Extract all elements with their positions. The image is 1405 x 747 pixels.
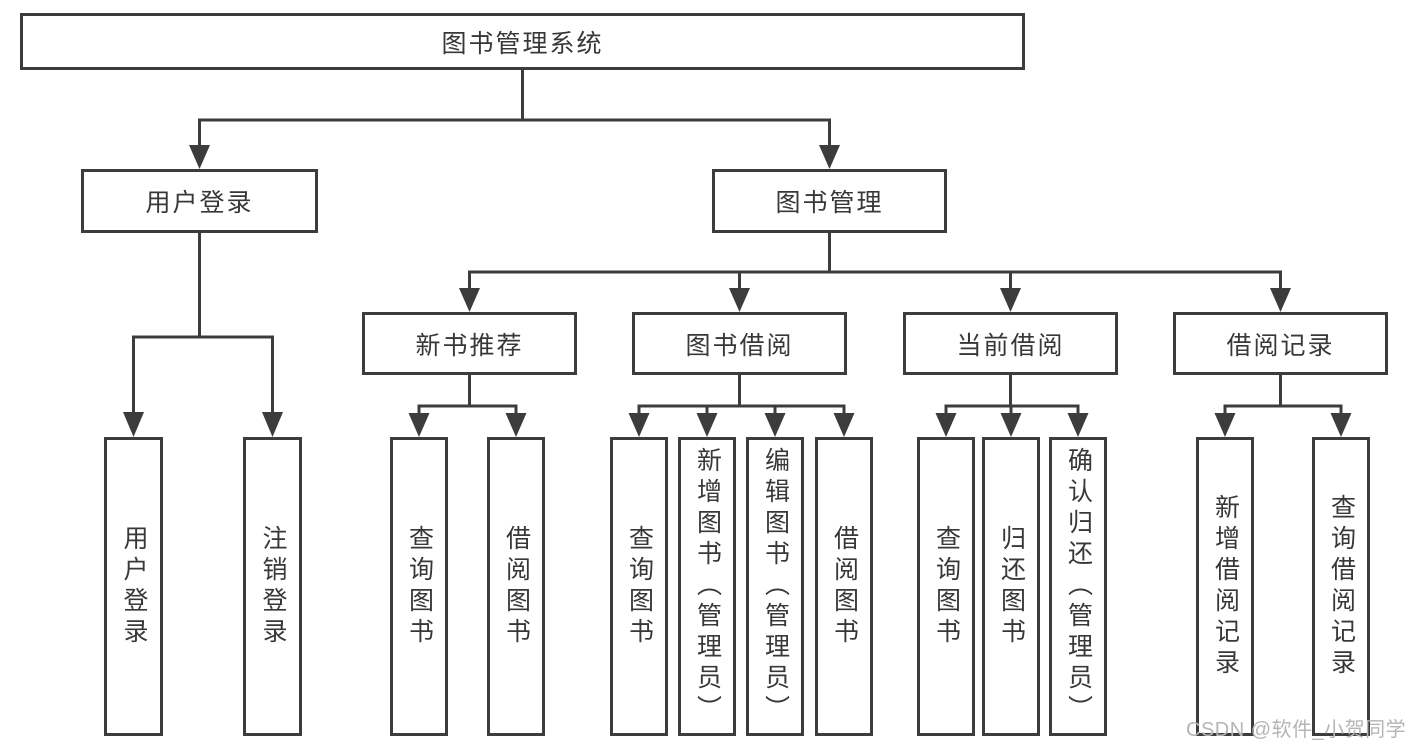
arrowhead <box>505 413 527 437</box>
arrowhead <box>1270 288 1291 312</box>
node-current-borrow: 当前借阅 <box>903 312 1118 375</box>
arrowhead <box>123 412 144 437</box>
arrowhead <box>1000 413 1022 437</box>
connector-current-borrow-children <box>935 375 1089 437</box>
connector-root-to-branches <box>189 70 840 169</box>
arrowhead <box>729 288 750 312</box>
connector-book-mgmt-children <box>459 233 1291 312</box>
leaf-edit-book-admin: 编辑图书（管理员） <box>746 437 804 736</box>
connector-new-book-children <box>408 375 527 437</box>
arrowhead <box>408 413 430 437</box>
node-user-login-branch: 用户登录 <box>81 169 318 233</box>
leaf-query-books-current: 查询图书 <box>917 437 975 736</box>
arrowhead <box>696 413 718 437</box>
leaf-query-borrow-record: 查询借阅记录 <box>1312 437 1370 736</box>
arrowhead <box>1330 413 1352 437</box>
connector-book-borrow-children <box>628 375 855 437</box>
leaf-borrow-books-recommend: 借阅图书 <box>487 437 545 736</box>
leaf-return-book: 归还图书 <box>982 437 1040 736</box>
leaf-add-book-admin: 新增图书（管理员） <box>678 437 736 736</box>
node-book-borrow: 图书借阅 <box>632 312 847 375</box>
connector-user-login-children <box>123 233 283 437</box>
arrowhead <box>459 288 480 312</box>
arrowhead <box>819 145 840 169</box>
leaf-user-login: 用户登录 <box>104 437 163 736</box>
watermark: CSDN @软件_小贺同学 <box>1186 719 1405 741</box>
arrowhead <box>1214 413 1236 437</box>
leaf-borrow-books: 借阅图书 <box>815 437 873 736</box>
connector-borrow-record-children <box>1214 375 1352 437</box>
leaf-logout: 注销登录 <box>243 437 302 736</box>
node-new-book-recommend: 新书推荐 <box>362 312 577 375</box>
leaf-confirm-return-admin: 确认归还（管理员） <box>1049 437 1107 736</box>
arrowhead <box>262 412 283 437</box>
arrowhead <box>833 413 855 437</box>
arrowhead <box>628 413 650 437</box>
node-root: 图书管理系统 <box>20 13 1025 70</box>
leaf-add-borrow-record: 新增借阅记录 <box>1196 437 1254 736</box>
arrowhead <box>1067 413 1089 437</box>
arrowhead <box>764 413 786 437</box>
node-borrow-records: 借阅记录 <box>1173 312 1388 375</box>
arrowhead <box>189 145 210 169</box>
arrowhead <box>1000 288 1021 312</box>
node-book-management: 图书管理 <box>712 169 947 233</box>
arrowhead <box>935 413 957 437</box>
leaf-query-books-borrow: 查询图书 <box>610 437 668 736</box>
leaf-query-books-recommend: 查询图书 <box>390 437 448 736</box>
